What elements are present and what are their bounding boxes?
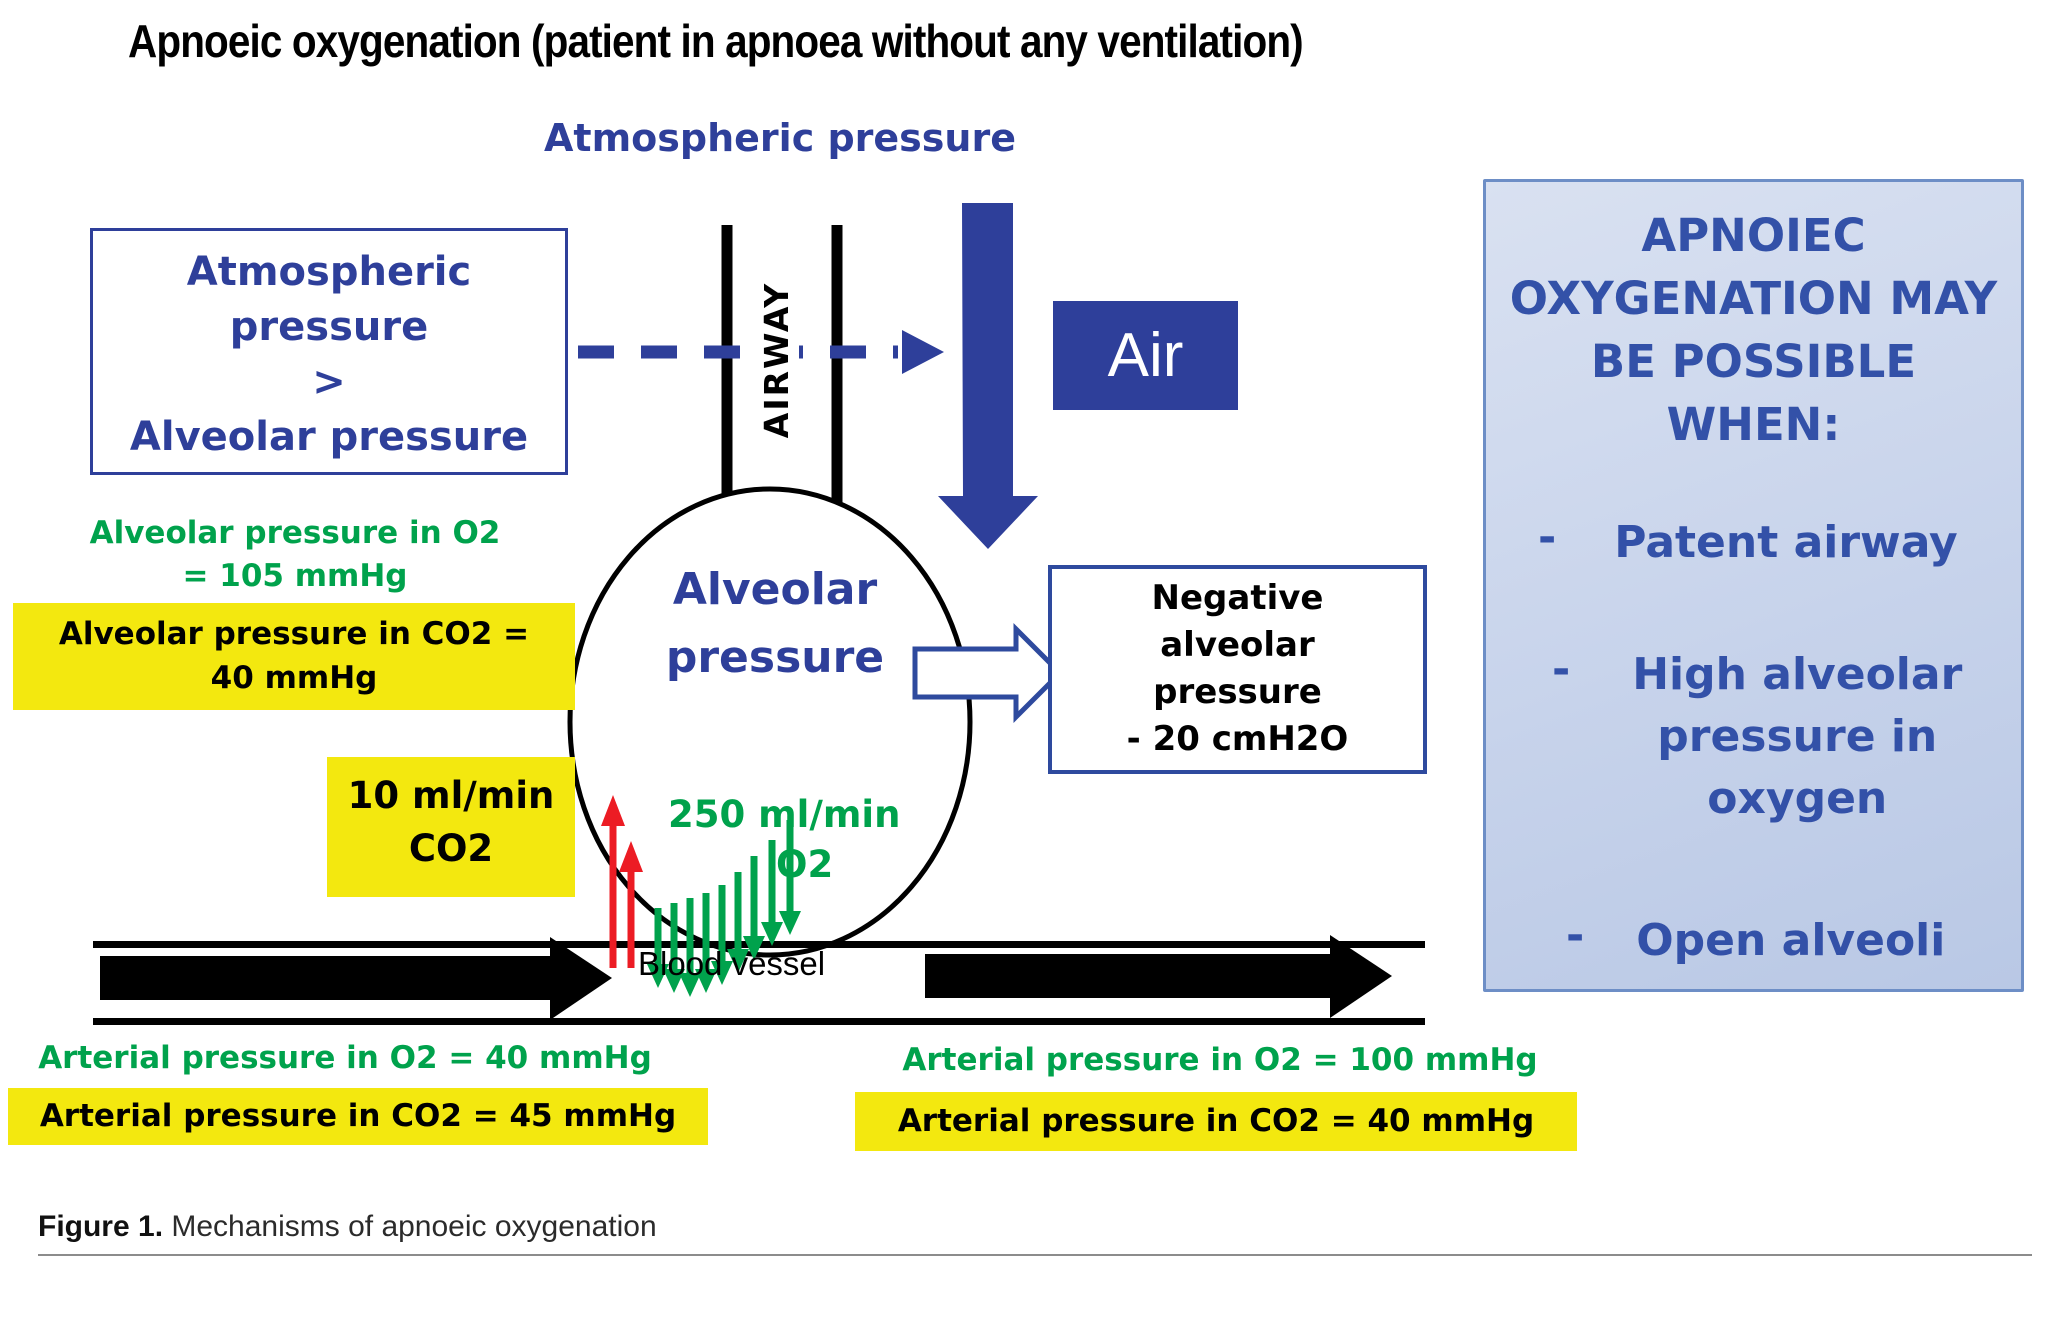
o2-down-arrows-icon: [647, 820, 801, 997]
arterial-co2-left-box: Arterial pressure in CO2 = 45 mmHg: [8, 1088, 708, 1145]
bullet-dash: -: [1538, 512, 1557, 563]
open-arrow-icon: [912, 622, 1064, 724]
arterial-co2-right-box: Arterial pressure in CO2 = 40 mmHg: [855, 1092, 1577, 1151]
condition-item-open-alveoli: - Open alveoli: [1566, 910, 1945, 972]
pressure-box-line4: Alveolar pressure: [129, 414, 529, 460]
bullet-dash: -: [1552, 644, 1571, 695]
caption-divider: [38, 1254, 2032, 1256]
alveolar-o2-label: Alveolar pressure in O2 = 105 mmHg: [89, 515, 501, 594]
blood-flow-arrow-right: [925, 935, 1392, 1018]
figure-caption-label: Figure 1.: [38, 1210, 164, 1243]
pressure-box-line1: Atmospheric: [186, 249, 472, 295]
o2-flux-label: 250 ml/min O2: [668, 793, 901, 886]
dashed-arrow-icon: [578, 330, 944, 374]
page-title: Apnoeic oxygenation (patient in apnoea w…: [128, 15, 1304, 67]
arterial-o2-right-label: Arterial pressure in O2 = 100 mmHg: [902, 1042, 1538, 1078]
negative-alveolar-pressure-box: Negative alveolar pressure - 20 cmH2O: [1048, 565, 1427, 774]
arterial-o2-left-label: Arterial pressure in O2 = 40 mmHg: [38, 1040, 652, 1076]
co2-flux-box: 10 ml/min CO2: [327, 757, 575, 897]
conditions-panel-heading: APNOIEC OXYGENATION MAY BE POSSIBLE WHEN…: [1509, 209, 1998, 451]
blood-vessel-label: Blood vessel: [638, 945, 826, 982]
figure-caption-text: Mechanisms of apnoeic oxygenation: [163, 1210, 657, 1243]
conditions-panel: APNOIEC OXYGENATION MAY BE POSSIBLE WHEN…: [1483, 179, 2024, 992]
alveolus-circle: [567, 486, 973, 958]
air-label: Air: [1107, 321, 1184, 390]
alveolar-co2-box: Alveolar pressure in CO2 = 40 mmHg: [13, 603, 575, 710]
bullet-dash: -: [1566, 910, 1585, 961]
condition-item-patent-airway: - Patent airway: [1538, 512, 1958, 574]
atmospheric-pressure-heading: Atmospheric pressure: [544, 116, 1016, 160]
co2-up-arrows-icon: [601, 795, 643, 968]
blood-flow-arrow-left: [100, 937, 612, 1020]
air-box: Air: [1053, 301, 1238, 410]
pressure-comparison-box: Atmospheric pressure > Alveolar pressure: [90, 228, 568, 475]
air-down-arrow-icon: [938, 203, 1038, 549]
pressure-box-line2: pressure: [229, 304, 429, 350]
figure-caption: Figure 1. Mechanisms of apnoeic oxygenat…: [38, 1210, 657, 1244]
condition-item-high-alveolar-pressure: - High alveolar pressure in oxygen: [1552, 644, 1972, 830]
alveolar-pressure-label: Alveolar pressure: [665, 564, 885, 683]
pressure-box-line3: >: [312, 359, 346, 405]
airway-tube-lines: [721, 225, 843, 520]
airway-label: AIRWAY: [755, 273, 799, 447]
